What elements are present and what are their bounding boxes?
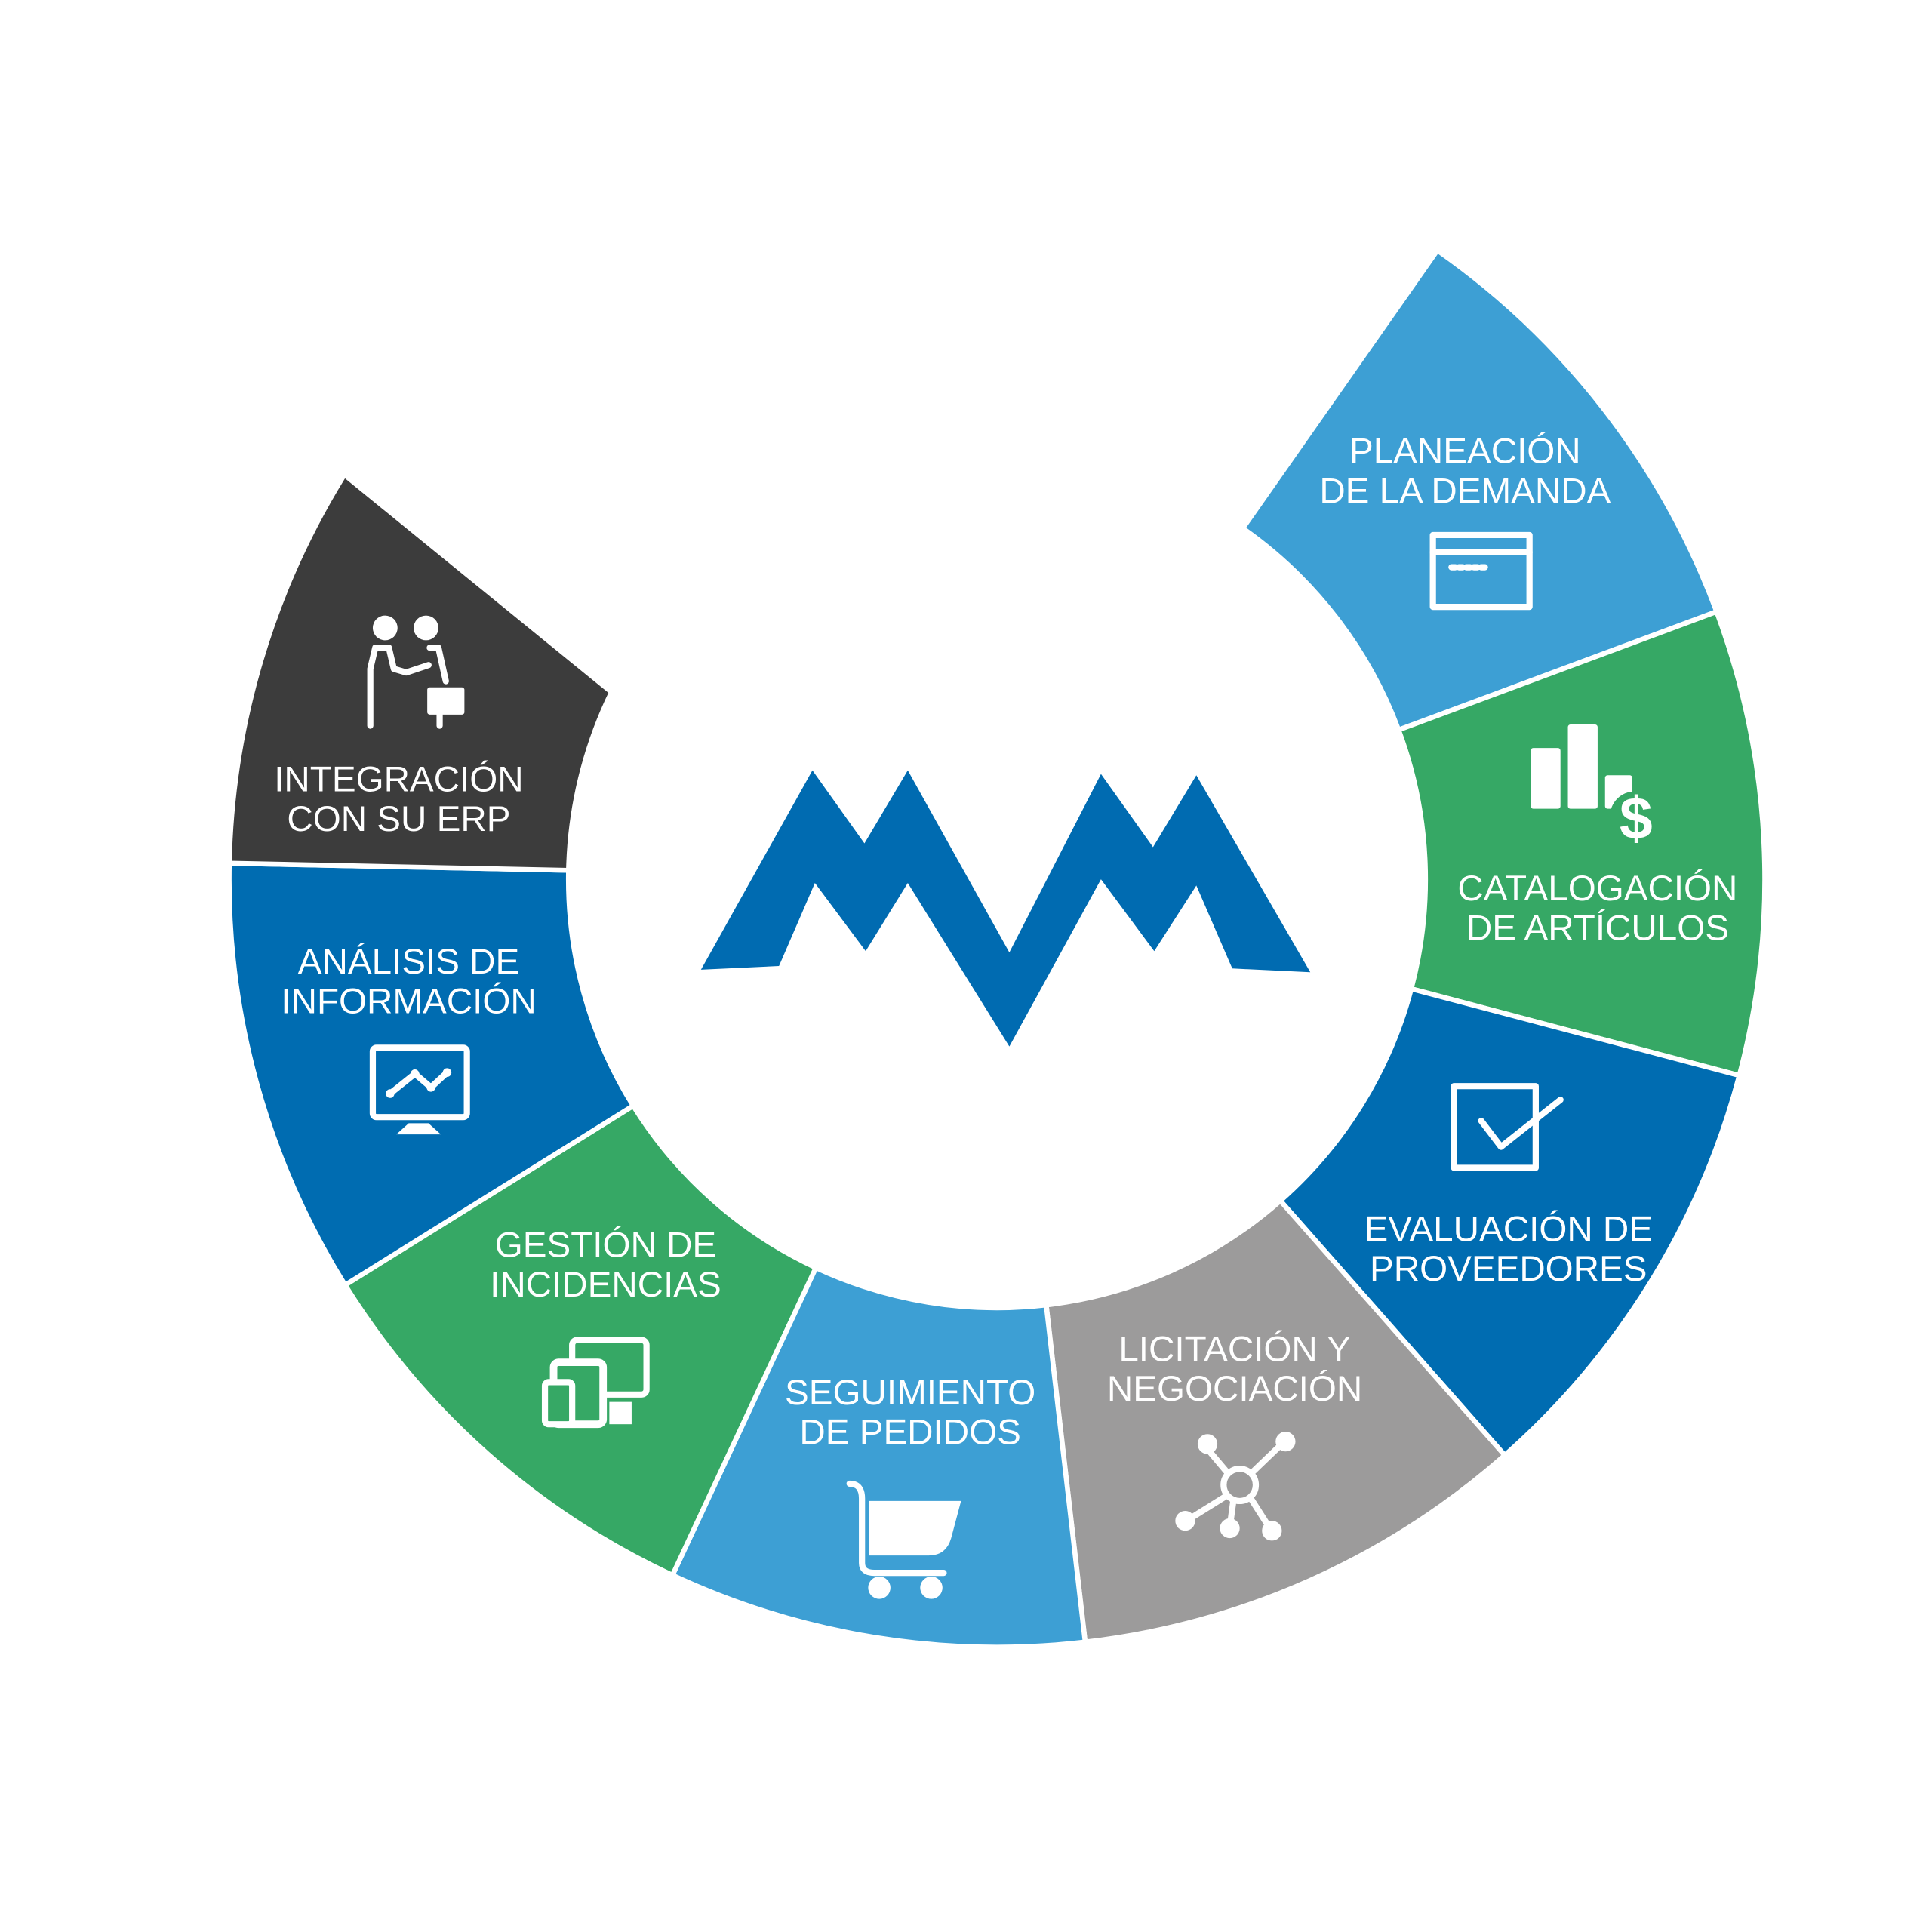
label-line2: PROVEEDORES [1370, 1249, 1647, 1289]
label-line2: NEGOCIACIÓN [1107, 1368, 1362, 1409]
label-line1: PLANEACIÓN [1349, 431, 1581, 472]
label-line1: INTEGRACIÓN [274, 759, 523, 800]
browser-window-icon [1429, 531, 1533, 611]
label-line1: EVALUACIÓN DE [1364, 1208, 1653, 1249]
label-line1: LICITACIÓN Y [1118, 1328, 1351, 1369]
segment-seguimiento [669, 1264, 1088, 1650]
segment-planeacion [1239, 247, 1720, 734]
mm-logo [700, 770, 1311, 1047]
label-line1: GESTIÓN DE [495, 1225, 716, 1266]
segment-licitacion [1043, 1197, 1509, 1645]
label-line1: SEGUIMIENTO [785, 1373, 1035, 1413]
network-hub-icon [1175, 1432, 1296, 1541]
label-line2: DE ARTÍCULOS [1466, 909, 1729, 949]
segment-analisis [226, 860, 637, 1289]
label-line2: CON SU ERP [287, 799, 510, 839]
segment-catalogacion [1395, 608, 1767, 1079]
shopping-cart-icon [846, 1480, 961, 1599]
handshake-icon [367, 615, 465, 729]
svg-text:$: $ [1620, 785, 1653, 851]
label-line1: CATALOGACIÓN [1457, 868, 1737, 909]
label-line1: ANÁLISIS DE [298, 942, 520, 982]
segment-evaluacion [1276, 986, 1743, 1459]
bar-chart-dollar-icon: $ [1531, 724, 1660, 851]
label-line2: INCIDENCIAS [490, 1265, 721, 1305]
label-line2: INFORMACIÓN [281, 980, 536, 1021]
segment-integracion [226, 471, 615, 873]
monitor-chart-icon [369, 1044, 470, 1135]
label-line2: DE LA DEMANDA [1319, 471, 1611, 511]
label-line2: DE PEDIDOS [799, 1412, 1020, 1452]
checkbox-icon [1451, 1083, 1564, 1171]
devices-icon [541, 1337, 650, 1429]
